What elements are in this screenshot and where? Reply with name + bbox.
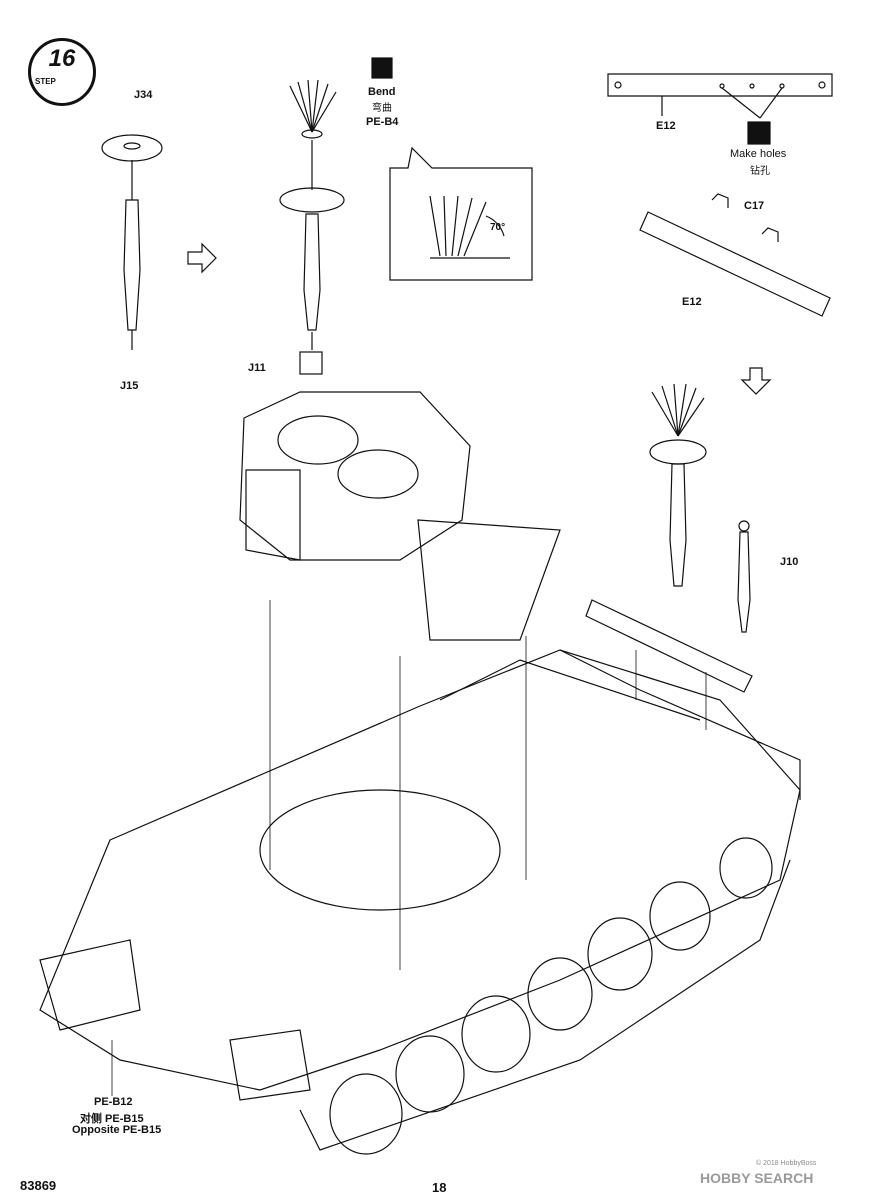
- step-label: STEP: [35, 77, 56, 86]
- turret: [239, 391, 471, 561]
- watermark-copyright: © 2018 HobbyBoss: [756, 1160, 817, 1167]
- label-pe-b4: PE-B4: [366, 116, 399, 128]
- pe-b4-antenna: [289, 79, 337, 139]
- label-c17: C17: [744, 200, 765, 212]
- j15-stand: [123, 199, 141, 331]
- e12-top-rail: [607, 73, 833, 97]
- bend-icon: [371, 57, 393, 79]
- kit-number: 83869: [20, 1178, 57, 1193]
- step-number: 16: [48, 45, 76, 72]
- label-pe-b15-cn: 对侧 PE-B15: [80, 1113, 144, 1125]
- label-j15: J15: [120, 380, 139, 392]
- page-number: 18: [432, 1180, 447, 1195]
- road-wheels: [329, 837, 773, 1155]
- j34-disk: [101, 134, 163, 162]
- label-make-holes-cn: 钻孔: [750, 166, 770, 177]
- label-pe-b15-en: Opposite PE-B15: [72, 1124, 162, 1136]
- hull: [39, 649, 801, 1091]
- label-make-holes: Make holes: [730, 148, 787, 160]
- label-j11: J11: [248, 362, 266, 374]
- label-pe-b12: PE-B12: [94, 1096, 133, 1108]
- step-badge: 16 STEP: [28, 38, 96, 106]
- arrow-down: [740, 367, 772, 395]
- watermark: HOBBY SEARCH: [700, 1170, 814, 1186]
- label-e12-bottom: E12: [682, 296, 702, 308]
- label-j10: J10: [780, 556, 799, 568]
- label-j34: J34: [134, 89, 153, 101]
- label-angle: 70°: [490, 222, 506, 233]
- e12-lower-rail: [639, 211, 831, 317]
- make-holes-icon: [747, 121, 771, 145]
- label-e12-top: E12: [656, 120, 676, 132]
- label-bend: Bend: [368, 86, 396, 98]
- label-bend-cn: 弯曲: [372, 103, 392, 114]
- j10-part: [737, 531, 751, 633]
- arrow-right: [187, 242, 217, 274]
